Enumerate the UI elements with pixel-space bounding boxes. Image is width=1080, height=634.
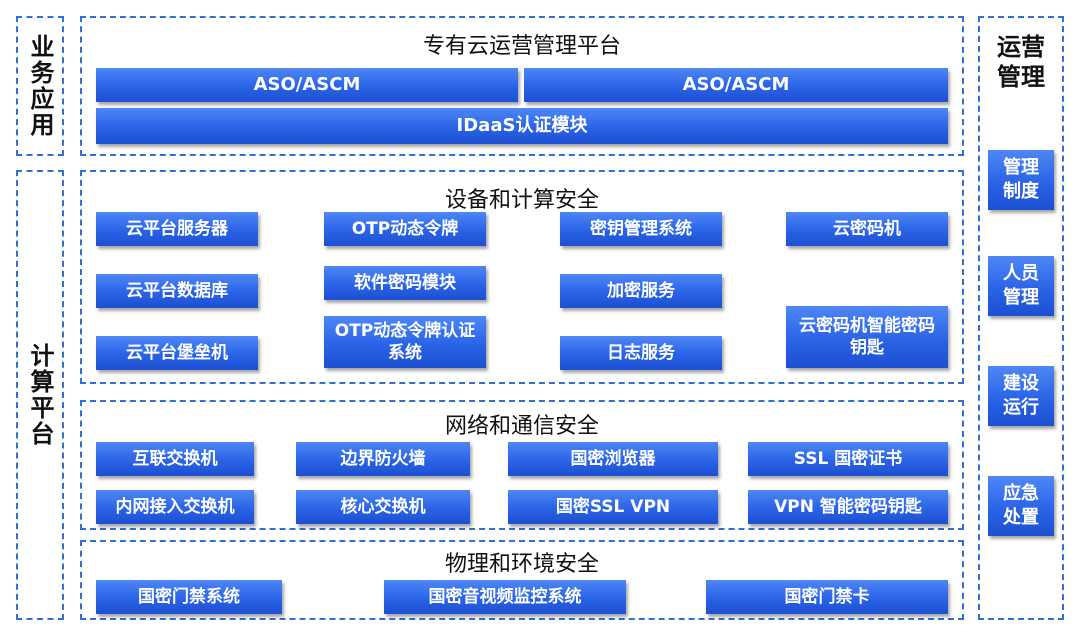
business-section: 专有云运营管理平台 xyxy=(80,16,964,156)
device-item: 加密服务 xyxy=(560,274,722,308)
ops-section xyxy=(978,16,1064,620)
ops-item-construction: 建设运行 xyxy=(988,366,1054,426)
device-item: 云平台数据库 xyxy=(96,274,258,308)
device-item: 云平台堡垒机 xyxy=(96,336,258,370)
physical-section-title: 物理和环境安全 xyxy=(444,552,599,577)
device-item: 软件密码模块 xyxy=(324,266,486,300)
idaas-block: IDaaS认证模块 xyxy=(96,108,948,144)
business-apps-label: 业务应用 xyxy=(16,16,64,156)
ops-title: 运营管理 xyxy=(978,32,1064,92)
ops-item-emergency: 应急处置 xyxy=(988,476,1054,536)
business-label-frame xyxy=(16,16,64,156)
network-item: 国密浏览器 xyxy=(508,442,718,476)
network-item: 内网接入交换机 xyxy=(96,490,254,524)
physical-section: 物理和环境安全 xyxy=(80,540,964,620)
compute-platform-label: 计算平台 xyxy=(16,170,64,620)
business-section-title: 专有云运营管理平台 xyxy=(422,34,621,59)
aso-ascm-left-block: ASO/ASCM xyxy=(96,68,518,102)
network-item: 边界防火墙 xyxy=(296,442,470,476)
network-section: 网络和通信安全 xyxy=(80,400,964,530)
physical-item: 国密门禁卡 xyxy=(706,580,948,614)
network-item: 国密SSL VPN xyxy=(508,490,718,524)
physical-item: 国密音视频监控系统 xyxy=(384,580,626,614)
device-item: 云密码机智能密码钥匙 xyxy=(786,306,948,368)
device-item: 云平台服务器 xyxy=(96,212,258,246)
device-section: 设备和计算安全 xyxy=(80,170,964,384)
ops-item-label: 应急处置 xyxy=(1003,483,1039,528)
physical-item: 国密门禁系统 xyxy=(96,580,282,614)
device-item: OTP动态令牌认证系统 xyxy=(324,316,486,368)
ops-item-label: 管理制度 xyxy=(1003,157,1039,202)
compute-platform-label-text: 计算平台 xyxy=(26,343,54,447)
network-item: 核心交换机 xyxy=(296,490,470,524)
network-item: VPN 智能密码钥匙 xyxy=(748,490,948,524)
device-section-title: 设备和计算安全 xyxy=(444,188,599,213)
compute-label-frame xyxy=(16,170,64,620)
business-apps-label-text: 业务应用 xyxy=(26,34,54,138)
ops-item-label: 人员管理 xyxy=(1003,263,1039,308)
ops-item-label: 建设运行 xyxy=(1003,373,1039,418)
device-item: 云密码机 xyxy=(786,212,948,246)
network-item: 互联交换机 xyxy=(96,442,254,476)
device-item: 日志服务 xyxy=(560,336,722,370)
ops-item-personnel: 人员管理 xyxy=(988,256,1054,316)
network-item: SSL 国密证书 xyxy=(748,442,948,476)
device-item: 密钥管理系统 xyxy=(560,212,722,246)
aso-ascm-right-block: ASO/ASCM xyxy=(524,68,948,102)
ops-item-management-system: 管理制度 xyxy=(988,150,1054,210)
ops-title-text: 运营管理 xyxy=(997,33,1045,91)
device-item: OTP动态令牌 xyxy=(324,212,486,246)
network-section-title: 网络和通信安全 xyxy=(444,414,599,439)
